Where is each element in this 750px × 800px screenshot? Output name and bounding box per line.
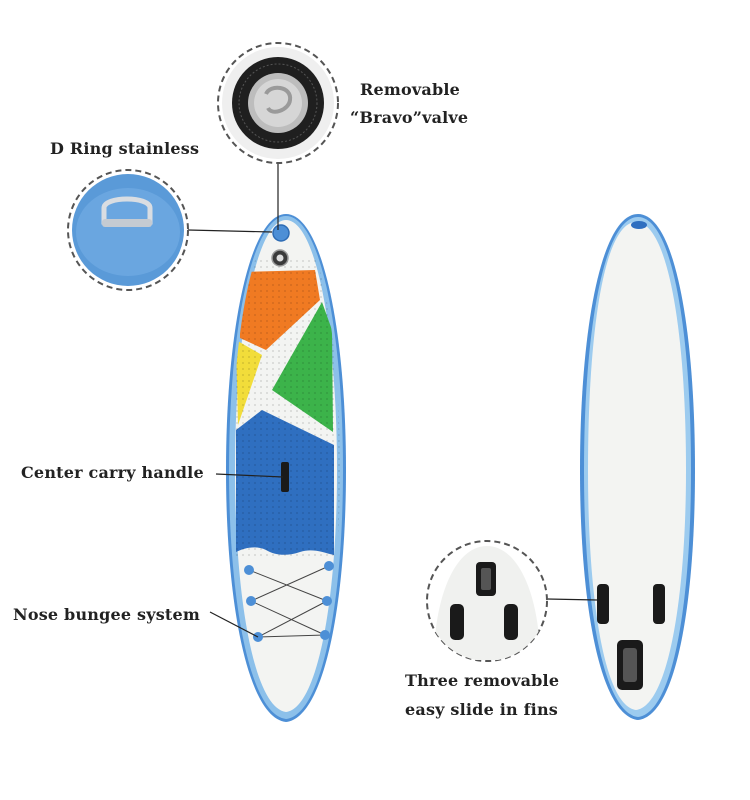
fins-label-line1: Three removable (405, 671, 560, 690)
valve-label-line2: “Bravo”valve (350, 108, 469, 127)
front-board (226, 214, 346, 722)
fin-icon-right (504, 604, 518, 640)
d-ring-icon (101, 196, 153, 225)
valve-label-line1: Removable (360, 80, 460, 99)
bungee-label: Nose bungee system (13, 605, 201, 624)
deck-pad (232, 260, 340, 560)
d-ring-label: D Ring stainless (50, 139, 200, 158)
d-ring-callout (67, 169, 189, 291)
fins-label-line2: easy slide in fins (405, 700, 559, 719)
side-fin-right (653, 584, 665, 624)
fin-icon-left (450, 604, 464, 640)
side-fin-left (597, 584, 609, 624)
nose-d-ring (272, 224, 290, 242)
fin-callout (426, 540, 548, 662)
valve-callout (217, 42, 339, 164)
center-carry-handle (281, 462, 289, 492)
bungee-system (244, 561, 334, 642)
carry-handle-label: Center carry handle (21, 463, 204, 482)
back-board-hull (588, 222, 686, 710)
callout-lines (187, 163, 598, 638)
back-board (580, 214, 695, 720)
